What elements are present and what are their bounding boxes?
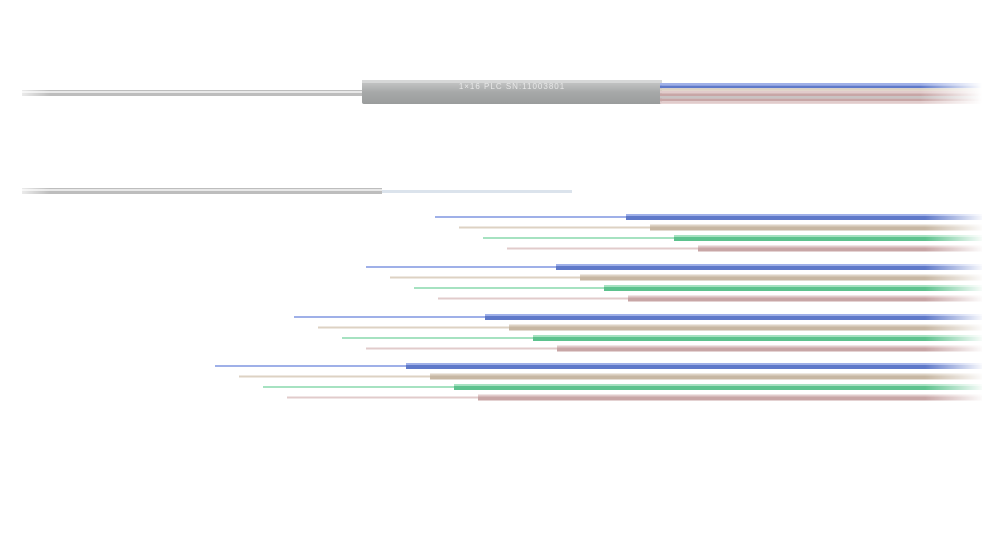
bare-fiber-green <box>483 237 674 239</box>
coated-fiber-highlight <box>533 335 982 337</box>
fiber-group <box>294 314 982 352</box>
coated-fiber-green <box>454 384 982 390</box>
coated-fiber-highlight <box>556 264 982 266</box>
assembled-splitter: 1×16 PLC SN:11003801 <box>10 78 982 110</box>
bare-fiber-pink <box>366 347 557 350</box>
output-ribbon <box>660 83 982 104</box>
coated-fiber-tan <box>650 224 982 231</box>
bare-fiber-green <box>263 386 454 388</box>
ribbon-strand <box>660 98 982 102</box>
bare-fiber-blue <box>366 266 556 268</box>
ribbon-strand <box>660 83 982 86</box>
coated-fiber-tan <box>580 274 982 281</box>
ribbon-strand <box>660 90 982 94</box>
bare-fiber-green <box>342 337 533 339</box>
coated-fiber-pink <box>628 295 982 302</box>
ribbon-strand <box>660 101 982 104</box>
coated-fiber-blue <box>406 363 982 369</box>
bare-fiber-pink <box>438 297 628 300</box>
splitter-housing: 1×16 PLC SN:11003801 <box>362 80 662 104</box>
bare-fiber-green <box>414 287 604 289</box>
housing-label: 1×16 PLC SN:11003801 <box>459 82 565 91</box>
coated-fiber-green <box>674 235 982 241</box>
exploded-fibers <box>10 184 985 415</box>
ribbon-strand <box>660 88 982 91</box>
input-fiber <box>22 90 364 96</box>
coated-fiber-highlight <box>626 214 982 216</box>
coated-fiber-highlight <box>485 314 982 316</box>
coated-fiber-highlight <box>430 373 982 376</box>
bare-fiber-blue <box>215 365 406 367</box>
coated-fiber-blue <box>485 314 982 320</box>
coated-fiber-highlight <box>628 295 982 298</box>
coated-fiber-blue <box>626 214 982 220</box>
bare-fiber-tan <box>390 276 580 279</box>
coated-fiber-tan <box>509 324 982 331</box>
coated-fiber-blue <box>556 264 982 270</box>
ribbon-strand <box>660 85 982 89</box>
coated-fiber-pink <box>698 245 982 252</box>
bare-fiber-tan <box>318 326 509 329</box>
coated-fiber-highlight <box>650 224 982 227</box>
fiber-group <box>366 264 982 302</box>
bare-fiber-tan <box>239 375 430 378</box>
bare-input-fiber <box>22 188 572 194</box>
bare-fiber-pink <box>507 247 698 250</box>
fiber-group <box>435 214 982 252</box>
coated-fiber-pink <box>478 394 982 401</box>
coated-fiber-green <box>604 285 982 291</box>
coated-fiber-highlight <box>406 363 982 365</box>
coated-fiber-pink <box>557 345 982 352</box>
coated-fiber-green <box>533 335 982 341</box>
coated-fiber-highlight <box>557 345 982 348</box>
bare-fiber-pink <box>287 396 478 399</box>
coated-fiber-tan <box>430 373 982 380</box>
ribbon-strand <box>660 93 982 96</box>
bare-fiber-tan <box>459 226 650 229</box>
bare-fiber-blue <box>435 216 626 218</box>
ribbon-strand <box>660 96 982 99</box>
fiber-group <box>215 363 982 401</box>
coated-fiber-highlight <box>509 324 982 327</box>
bare-fiber-blue <box>294 316 485 318</box>
output-fiber-groups <box>215 214 982 401</box>
coated-fiber-highlight <box>698 245 982 248</box>
coated-fiber-highlight <box>604 285 982 287</box>
coated-fiber-highlight <box>454 384 982 386</box>
coated-fiber-highlight <box>580 274 982 277</box>
coated-fiber-highlight <box>674 235 982 237</box>
coated-fiber-highlight <box>478 394 982 397</box>
